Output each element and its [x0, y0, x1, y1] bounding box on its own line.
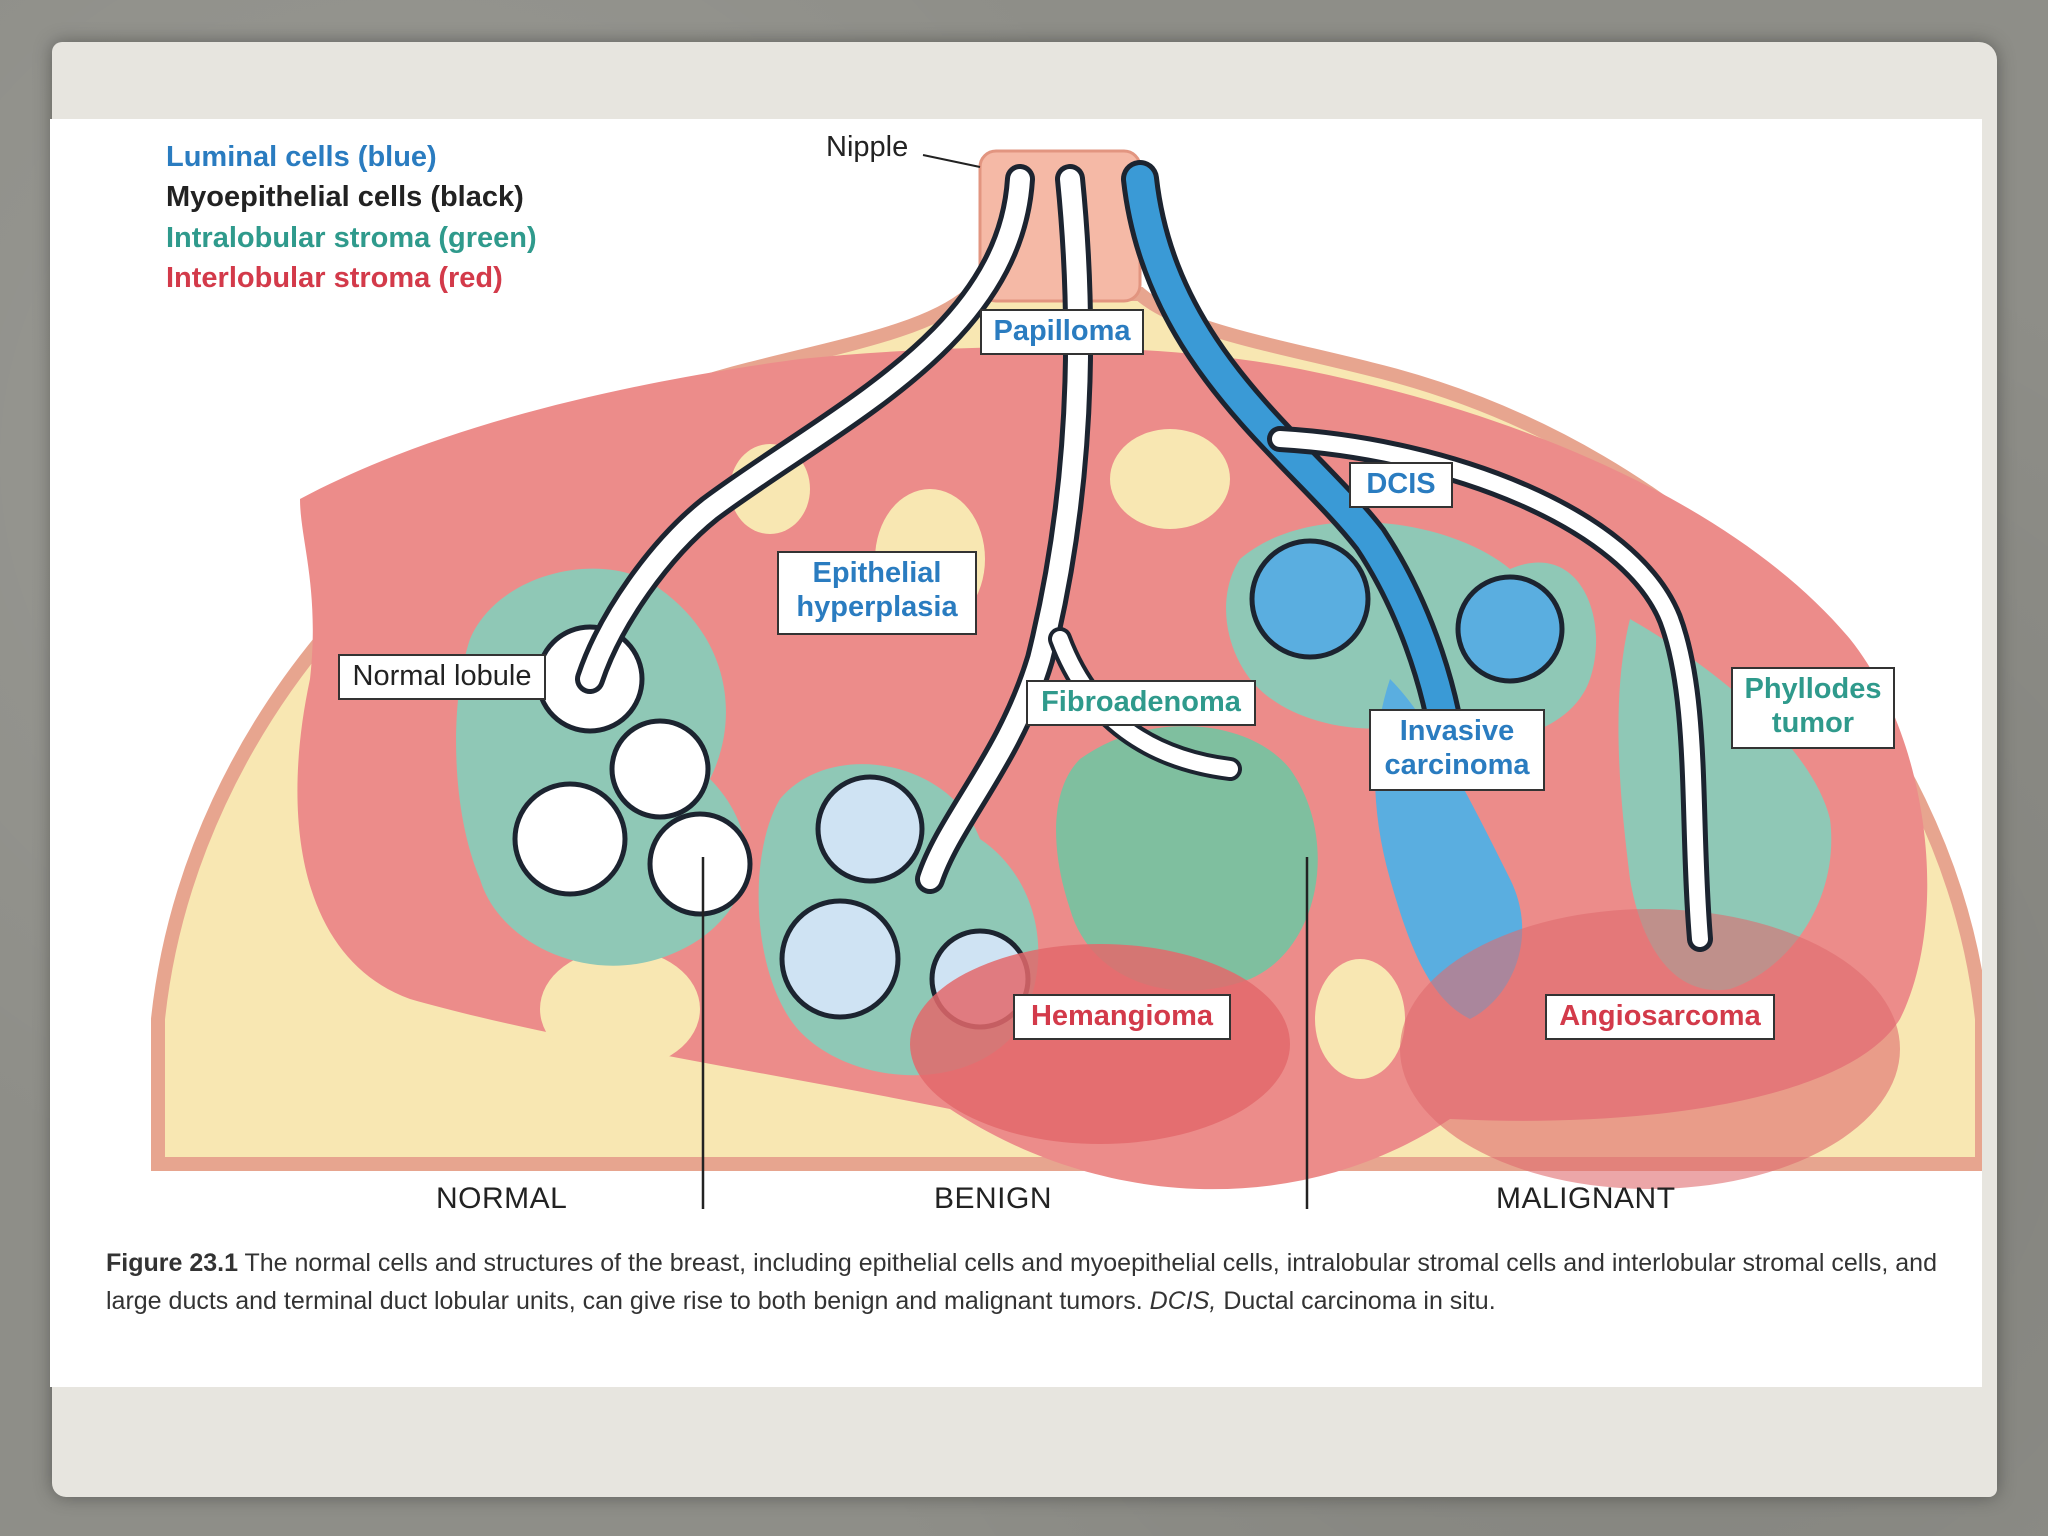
- label-normal-lobule: Normal lobule: [338, 654, 546, 700]
- figure-caption: Figure 23.1 The normal cells and structu…: [106, 1244, 1986, 1320]
- label-phyllodes-tumor-line2: tumor: [1771, 707, 1855, 739]
- label-phyllodes-tumor-line1: Phyllodes: [1744, 673, 1882, 705]
- caption-abbreviation: DCIS,: [1149, 1287, 1217, 1315]
- fat-island: [540, 949, 700, 1069]
- label-angiosarcoma: Angiosarcoma: [1545, 994, 1775, 1040]
- label-invasive-carcinoma-line2: carcinoma: [1384, 749, 1530, 781]
- section-benign: BENIGN: [934, 1182, 1053, 1215]
- phyllodes-tumor-mass: [1618, 619, 1832, 991]
- label-epithelial-hyperplasia-line2: hyperplasia: [796, 591, 958, 623]
- legend-luminal: Luminal cells (blue): [166, 141, 437, 173]
- label-hemangioma: Hemangioma: [1013, 994, 1231, 1040]
- caption-figure-label: Figure 23.1: [106, 1249, 238, 1277]
- figure-panel: Luminal cells (blue) Myoepithelial cells…: [50, 119, 1982, 1387]
- label-invasive-carcinoma-line1: Invasive: [1399, 715, 1515, 747]
- hemangioma-mass: [910, 944, 1290, 1144]
- label-nipple: Nipple: [826, 131, 909, 163]
- label-epithelial-hyperplasia: Epithelial hyperplasia: [777, 551, 977, 635]
- label-epithelial-hyperplasia-line1: Epithelial: [812, 557, 942, 589]
- fibroadenoma-mass: [1056, 726, 1318, 991]
- legend-intralobular: Intralobular stroma (green): [166, 222, 537, 254]
- label-invasive-carcinoma: Invasive carcinoma: [1369, 709, 1545, 791]
- caption-text: The normal cells and structures of the b…: [106, 1249, 1937, 1315]
- label-phyllodes-tumor: Phyllodes tumor: [1731, 667, 1895, 749]
- caption-abbreviation-text: Ductal carcinoma in situ.: [1223, 1287, 1496, 1315]
- label-fibroadenoma: Fibroadenoma: [1026, 680, 1256, 726]
- label-dcis: DCIS: [1349, 462, 1453, 508]
- fat-island: [1315, 959, 1405, 1079]
- legend-interlobular: Interlobular stroma (red): [166, 262, 503, 294]
- nipple-leader-line: [922, 154, 981, 168]
- angiosarcoma-mass: [1400, 909, 1900, 1189]
- section-malignant: MALIGNANT: [1496, 1182, 1676, 1215]
- section-normal: NORMAL: [436, 1182, 568, 1215]
- breast-diagram: [151, 149, 1982, 1209]
- legend-myoepithelial: Myoepithelial cells (black): [166, 181, 524, 213]
- fat-island: [1110, 429, 1230, 529]
- label-papilloma: Papilloma: [980, 309, 1144, 355]
